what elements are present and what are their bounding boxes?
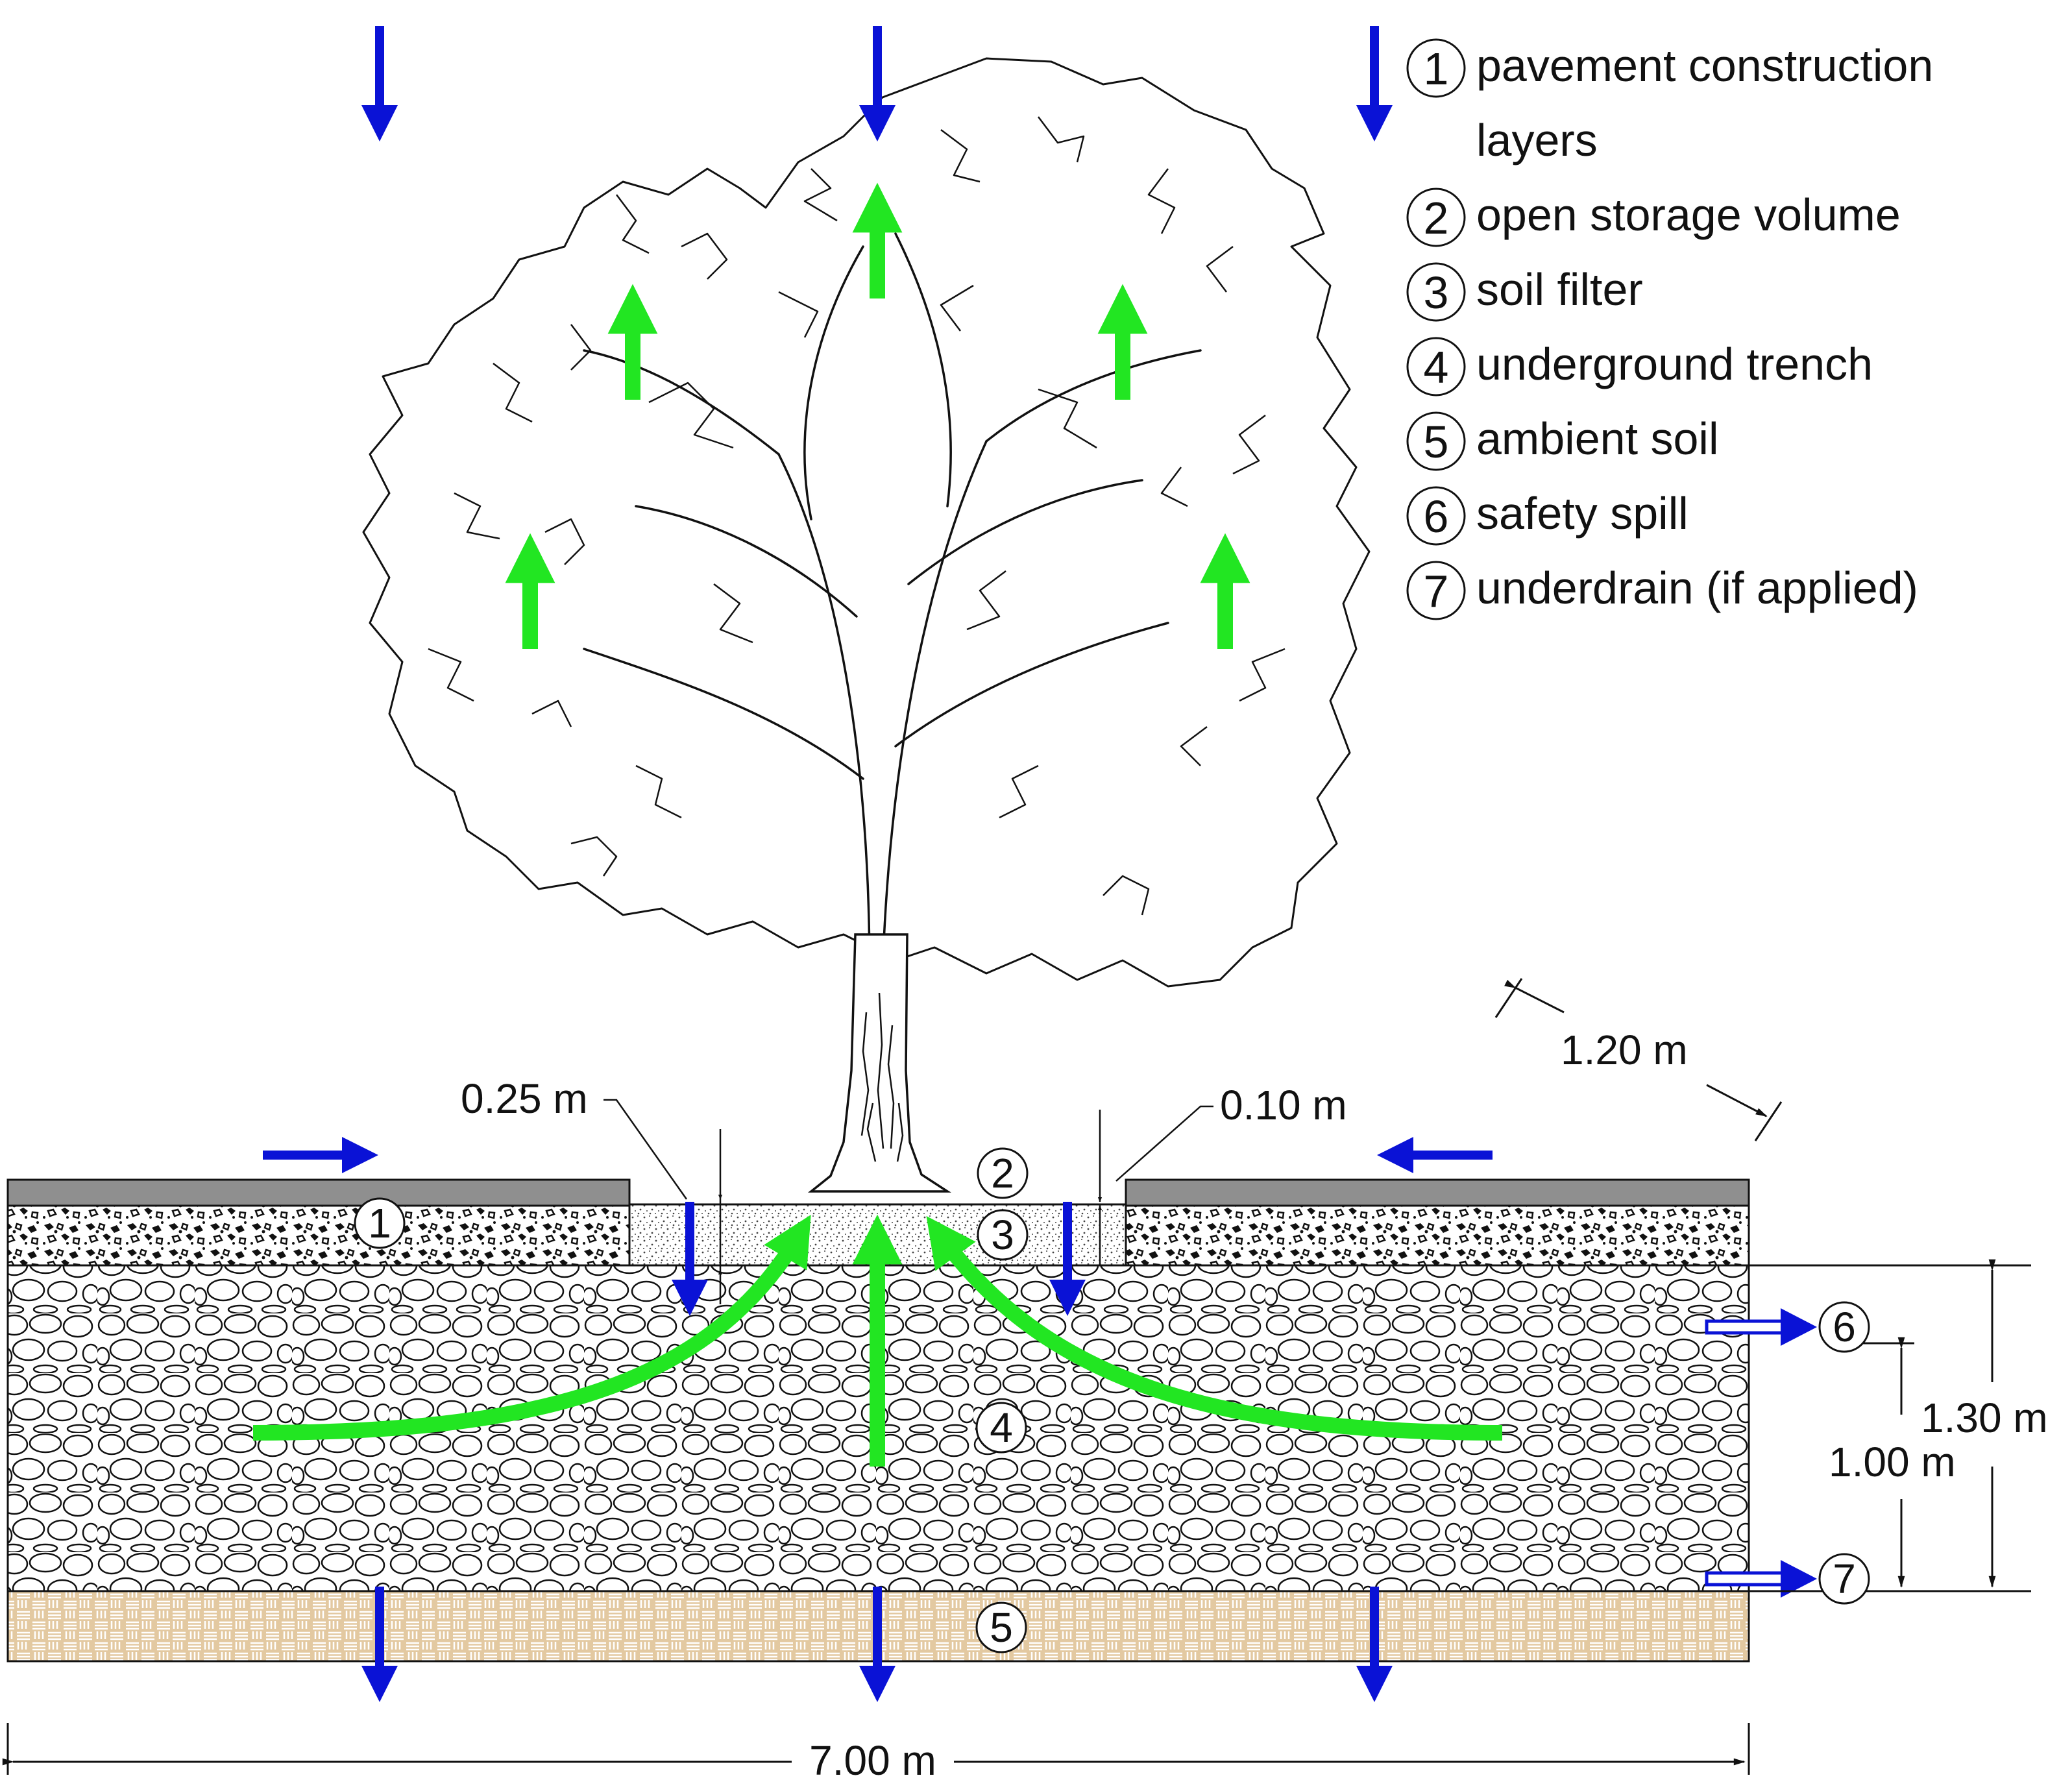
dimension-labels: 0.25 m 0.10 m 1.20 m 1.30 m 1.00 m 7.00 … [461,1027,2048,1784]
dim-pit-width: 1.20 m [1561,1027,1688,1073]
legend-label-5: ambient soil [1476,413,1719,464]
legend-item-5: 5 ambient soil [1406,411,1719,471]
legend-item-6: 6 safety spill [1406,486,1688,546]
marker-filter: 3 [977,1209,1029,1261]
legend-item-4: 4 underground trench [1406,337,1873,396]
legend: 1 pavement construction layers 2 open st… [1406,38,1933,620]
legend-label-2: open storage volume [1476,189,1901,240]
svg-text:1: 1 [1424,43,1449,94]
underdrain-arrow [1705,1560,1817,1598]
legend-label-3: soil filter [1476,264,1643,315]
marker-ambient: 5 [975,1602,1027,1653]
legend-item-7: 7 underdrain (if applied) [1406,561,1918,620]
dim-total-width: 7.00 m [809,1737,936,1784]
svg-text:1: 1 [368,1200,391,1247]
legend-label-6: safety spill [1476,488,1688,539]
pavement-base-right [1125,1204,1750,1267]
legend-label-7: underdrain (if applied) [1476,563,1918,613]
root-uptake-arrow-right [926,1215,1503,1441]
marker-storage: 2 [977,1147,1029,1199]
tree-branches [583,232,1202,975]
svg-text:3: 3 [1424,267,1449,318]
dim-pit-depth: 0.25 m [461,1075,588,1122]
legend-item-1: 1 pavement construction layers [1406,38,1933,165]
svg-text:2: 2 [991,1150,1014,1197]
legend-item-3: 3 soil filter [1406,262,1643,322]
outflow-arrows [1705,1308,1817,1598]
svg-text:4: 4 [990,1404,1013,1451]
pavement-base-left [6,1204,631,1267]
svg-text:2: 2 [1424,193,1449,243]
svg-text:6: 6 [1833,1304,1856,1350]
svg-text:4: 4 [1424,342,1449,393]
dim-storage-depth: 0.10 m [1220,1082,1347,1128]
svg-text:7: 7 [1424,566,1449,616]
tree-trunk [808,933,951,1193]
dimension-lines [2,978,2031,1775]
blue-arrows [263,26,1493,1702]
legend-item-2: 2 open storage volume [1406,188,1901,247]
tree-bark-texture [860,992,904,1162]
svg-text:5: 5 [990,1604,1013,1651]
legend-label-1: pavement construction [1476,40,1933,91]
pavement-surface-left [6,1178,631,1207]
root-uptake-arrow-left [252,1215,811,1441]
safety-spill-arrow [1705,1308,1817,1346]
dim-spill-to-drain: 1.00 m [1829,1439,1956,1485]
dim-trench-depth: 1.30 m [1921,1395,2048,1441]
svg-text:7: 7 [1833,1555,1856,1602]
svg-text:5: 5 [1424,417,1449,467]
svg-text:6: 6 [1424,491,1449,542]
marker-underdrain: 7 [1818,1553,1870,1605]
marker-trench: 4 [975,1402,1027,1454]
marker-spill: 6 [1818,1301,1870,1353]
legend-label-4: underground trench [1476,339,1873,389]
numbered-markers: 1 2 3 4 5 6 7 [354,1147,1870,1653]
legend-label-1-cont: layers [1476,115,1598,165]
green-arrows [252,182,1503,1467]
svg-text:3: 3 [991,1212,1014,1258]
marker-pavement: 1 [354,1197,406,1249]
pavement-surface-right [1125,1178,1750,1207]
